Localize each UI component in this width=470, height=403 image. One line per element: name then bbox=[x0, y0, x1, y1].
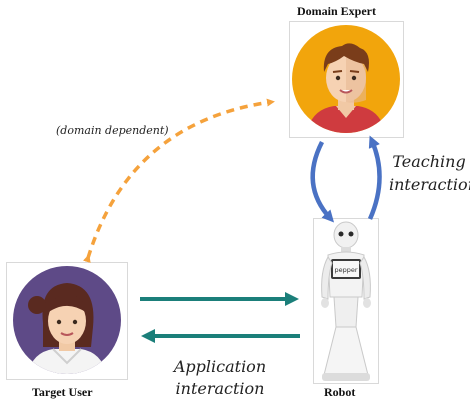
teaching-arrow-up bbox=[367, 135, 382, 220]
robot-panel: pepper bbox=[313, 218, 379, 384]
teaching-interaction-label: Teaching interaction bbox=[389, 150, 470, 196]
female-avatar-icon bbox=[13, 266, 121, 374]
application-label-line2: interaction bbox=[175, 379, 265, 398]
domain-dependent-label: (domain dependent) bbox=[56, 124, 169, 137]
pepper-robot-icon: pepper bbox=[321, 221, 371, 381]
application-label-line1: Application bbox=[173, 357, 267, 376]
teaching-label-line1: Teaching bbox=[392, 152, 466, 171]
domain-dependent-arrow bbox=[82, 98, 275, 264]
target-user-panel bbox=[6, 262, 128, 380]
robot-label: Robot bbox=[324, 385, 356, 399]
teaching-arrow-down bbox=[310, 140, 335, 223]
target-user-label: Target User bbox=[32, 385, 93, 399]
domain-expert-panel bbox=[289, 21, 404, 138]
application-interaction-label: Application interaction bbox=[170, 356, 270, 400]
male-avatar-icon bbox=[292, 25, 400, 133]
domain-expert-label: Domain Expert bbox=[297, 4, 376, 18]
robot-screen-text: pepper bbox=[334, 266, 357, 274]
teaching-label-line2: interaction bbox=[389, 175, 470, 194]
